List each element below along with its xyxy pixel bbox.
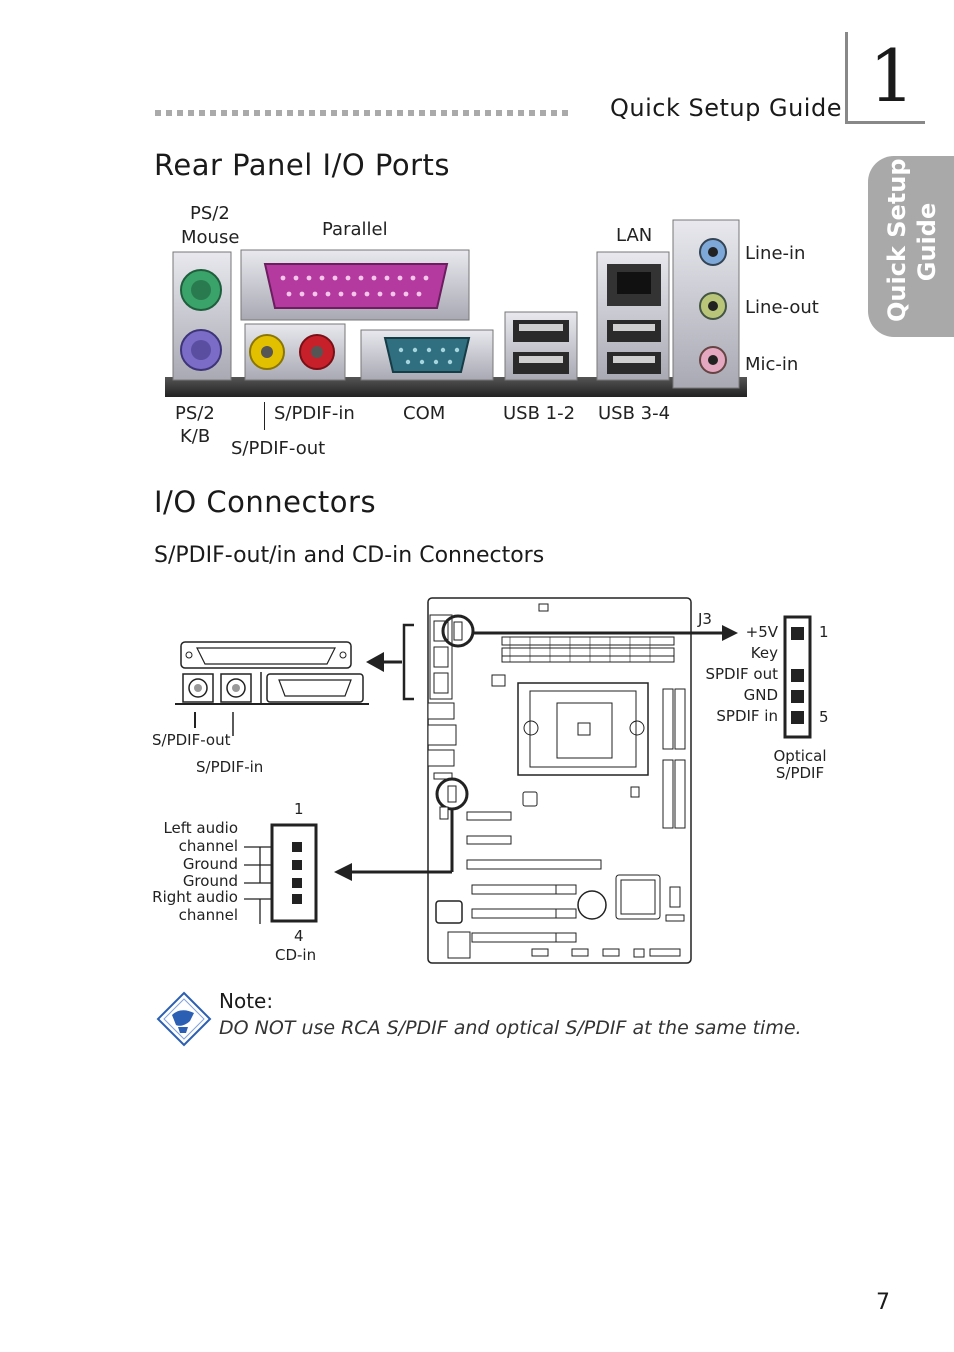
label-spdif-out: S/PDIF-out: [231, 438, 326, 459]
cd-pin-list: Left audio channel Ground Ground Right a…: [140, 820, 238, 925]
cd-pin1-label: 1: [294, 800, 304, 818]
audio-jacks: [672, 219, 740, 389]
io-connectors-heading: I/O Connectors: [154, 485, 377, 519]
cd-in-label: CD-in: [275, 946, 317, 964]
optical-pin-gnd: GND: [743, 686, 778, 704]
optical-pin-key: Key: [750, 644, 778, 662]
side-tab-label: Quick Setup Guide: [882, 158, 942, 322]
label-ps2-kb-2: K/B: [180, 426, 211, 447]
cd-pin-left-audio: Left audio: [163, 819, 238, 837]
optical-pin-spdif-in: SPDIF in: [716, 707, 778, 725]
label-usb12: USB 1-2: [503, 403, 576, 424]
ps2-stack: [172, 251, 232, 381]
label-ps2-mouse-2: Mouse: [181, 227, 240, 248]
header-dot-rule: [155, 110, 568, 116]
label-ps2-mouse-1: PS/2: [190, 203, 230, 224]
optical-pin-list: +5V Key SPDIF out GND SPDIF in: [700, 624, 778, 729]
com-port: [360, 329, 494, 381]
optical-caption-1: Optical: [773, 747, 827, 765]
label-mic-in: Mic-in: [745, 354, 799, 375]
rear-panel-illustration: [165, 219, 747, 397]
j3-marker: [441, 614, 475, 648]
cd-pin4-label: 4: [294, 927, 304, 945]
optical-spdif-caption: Optical S/PDIF: [765, 748, 835, 782]
side-tab-line1: Quick Setup: [883, 158, 911, 322]
spdif-divider: [264, 402, 265, 430]
rca-jacks: [244, 323, 346, 381]
label-usb34: USB 3-4: [598, 403, 671, 424]
mini-label-spdif-out: S/PDIF-out: [152, 731, 231, 749]
optical-pin-spdif-out: SPDIF out: [705, 665, 778, 683]
label-com: COM: [403, 403, 446, 424]
usb12-ports: [504, 311, 578, 381]
mini-back-panel: [175, 641, 369, 736]
note-title: Note:: [219, 989, 274, 1013]
cd-pin-right-channel: channel: [178, 906, 238, 924]
cd-in-header-drawing: [244, 823, 318, 924]
chapter-number: 1: [869, 34, 915, 118]
chapter-box: 1: [845, 32, 925, 124]
header-title: Quick Setup Guide: [610, 94, 842, 122]
pcb-edge: [165, 377, 747, 397]
lan-usb34-stack: [596, 251, 670, 381]
motherboard-diagram: [334, 597, 812, 964]
page-number: 7: [876, 1290, 890, 1315]
label-line-in: Line-in: [745, 243, 806, 264]
side-tab-line2: Guide: [913, 202, 941, 282]
optical-pin-5v: +5V: [745, 623, 778, 641]
note-text: DO NOT use RCA S/PDIF and optical S/PDIF…: [219, 1017, 802, 1039]
cd-pin-left-channel: channel: [178, 837, 238, 855]
label-spdif-in: S/PDIF-in: [274, 403, 355, 424]
side-tab: Quick Setup Guide: [868, 156, 954, 337]
label-lan: LAN: [616, 225, 653, 246]
label-ps2-kb-1: PS/2: [175, 403, 215, 424]
note-icon: [156, 991, 212, 1047]
rear-panel-heading: Rear Panel I/O Ports: [154, 148, 451, 182]
label-line-out: Line-out: [745, 297, 819, 318]
j3-label: J3: [698, 610, 712, 628]
parallel-port: [240, 249, 470, 321]
cd-pin-ground-2: Ground: [182, 872, 238, 890]
cd-pin-right-audio: Right audio: [152, 888, 238, 906]
optical-pin5-label: 5: [819, 708, 829, 726]
cd-pin-ground-1: Ground: [182, 855, 238, 873]
mini-label-spdif-in: S/PDIF-in: [196, 758, 264, 776]
io-connectors-subheading: S/PDIF-out/in and CD-in Connectors: [154, 543, 545, 568]
optical-caption-2: S/PDIF: [775, 764, 825, 782]
optical-pin1-label: 1: [819, 623, 829, 641]
label-parallel: Parallel: [322, 219, 388, 240]
